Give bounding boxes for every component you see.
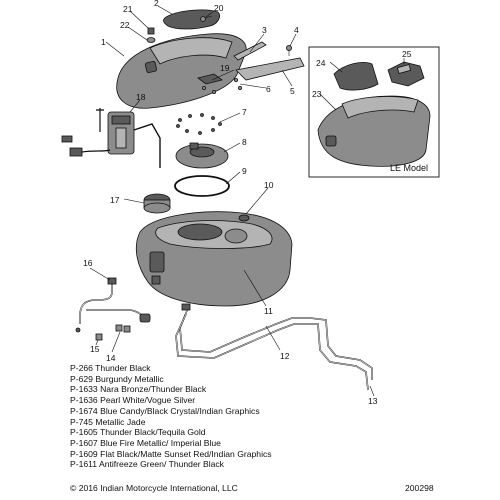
paint-code-item: P-629 Burgundy Metallic — [70, 373, 164, 384]
callout-7: 7 — [242, 107, 247, 117]
callout-8: 8 — [242, 137, 247, 147]
callout-21: 21 — [123, 4, 133, 14]
paint-code-item: P-745 Metallic Jade — [70, 416, 146, 427]
callout-4: 4 — [294, 25, 299, 35]
trim-strip — [233, 41, 267, 61]
nut-21 — [147, 27, 155, 35]
leader-lines — [89, 5, 405, 397]
console-cover — [116, 33, 247, 109]
callout-20: 20 — [214, 3, 224, 13]
inset-label: LE Model — [390, 163, 428, 173]
console-base-plate — [235, 57, 305, 81]
callout-24: 24 — [316, 58, 326, 68]
fuel-tank-11 — [135, 211, 293, 307]
paint-code-item: P-1636 Pearl White/Vogue Silver — [70, 395, 196, 406]
diagram-reference-number: 200298 — [405, 483, 434, 493]
callout-15: 15 — [90, 344, 100, 354]
paint-code-list: P-266 Thunder Black P-629 Burgundy Metal… — [70, 363, 272, 470]
paint-code-item: P-1674 Blue Candy/Black Crystal/Indian G… — [70, 405, 260, 416]
paint-code-item: P-1633 Nara Bronze/Thunder Black — [70, 384, 207, 395]
callout-25: 25 — [402, 49, 412, 59]
clip-15-pin — [75, 327, 81, 333]
callout-16: 16 — [83, 258, 93, 268]
callout-5: 5 — [290, 86, 295, 96]
fuel-line-12 — [175, 303, 373, 391]
callout-1: 1 — [101, 37, 106, 47]
copyright-notice: © 2016 Indian Motorcycle International, … — [70, 483, 238, 493]
clip-15 — [95, 333, 103, 341]
callout-11: 11 — [264, 306, 273, 316]
screw-4 — [285, 45, 292, 56]
grommet-22 — [146, 37, 156, 43]
callout-12: 12 — [280, 351, 290, 361]
callout-14: 14 — [106, 353, 116, 363]
callouts: 21 2 22 20 1 3 4 5 6 19 7 8 9 18 17 10 1… — [83, 0, 412, 406]
paint-code-item: P-1607 Blue Fire Metallic/ Imperial Blue — [70, 437, 221, 448]
callout-6: 6 — [266, 84, 271, 94]
callout-10: 10 — [264, 180, 274, 190]
screw-ring-7 — [176, 113, 222, 135]
le-model-inset: LE Model — [308, 46, 440, 178]
paint-code-item: P-1609 Flat Black/Matte Sunset Red/India… — [70, 448, 272, 459]
callout-13: 13 — [368, 396, 378, 406]
callout-3: 3 — [262, 25, 267, 35]
vent-hose-16 — [79, 277, 151, 324]
callout-19: 19 — [220, 63, 230, 73]
callout-2: 2 — [154, 0, 159, 8]
fuel-pump-18 — [61, 108, 161, 168]
paint-code-item: P-1605 Thunder Black/Tequila Gold — [70, 427, 206, 438]
paint-code-item: P-1611 Antifreeze Green/ Thunder Black — [70, 459, 224, 470]
pump-flange-8 — [175, 142, 229, 169]
callout-17: 17 — [110, 195, 120, 205]
clip-14 — [115, 324, 131, 333]
callout-23: 23 — [312, 89, 322, 99]
callout-22: 22 — [120, 20, 130, 30]
fuel-cap-17 — [143, 193, 171, 214]
gasket-9 — [174, 175, 230, 197]
bracket-19 — [197, 73, 242, 95]
callout-9: 9 — [242, 166, 247, 176]
screw-20 — [200, 15, 213, 22]
callout-18: 18 — [136, 92, 146, 102]
paint-code-item: P-266 Thunder Black — [70, 363, 151, 373]
console-badge — [163, 9, 220, 30]
